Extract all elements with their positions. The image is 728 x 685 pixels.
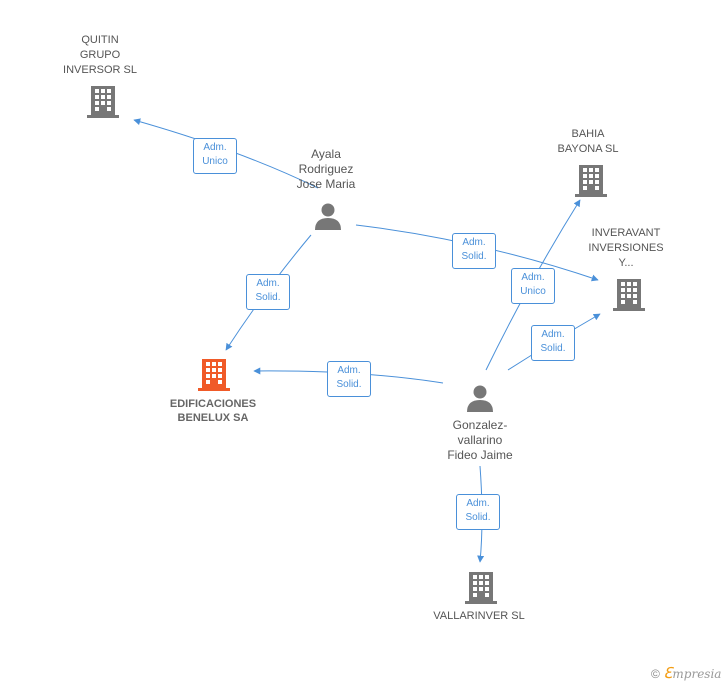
building-icon[interactable] [87, 84, 119, 118]
building-icon[interactable] [575, 163, 607, 197]
label-line: VALLARINVER SL [433, 610, 525, 622]
badge-line: Adm. [256, 278, 280, 289]
brand-name: mpresia [672, 667, 722, 681]
edge-label-gonzalez-inveravant[interactable]: Adm. Solid. [531, 325, 575, 361]
node-label-inveravant[interactable]: INVERAVANT INVERSIONES Y... [576, 226, 676, 271]
node-label-gonzalez[interactable]: Gonzalez- vallarino Fideo Jaime [430, 418, 530, 463]
label-line: vallarino [457, 433, 503, 447]
label-line: EDIFICACIONES [169, 398, 257, 410]
edge-label-ayala-edificaciones[interactable]: Adm. Solid. [246, 274, 290, 310]
node-label-bahia[interactable]: BAHIA BAYONA SL [538, 127, 638, 157]
label-line: Jose Maria [296, 177, 356, 191]
badge-line: Solid. [540, 343, 566, 354]
node-label-edificaciones[interactable]: EDIFICACIONES BENELUX SA [153, 397, 273, 425]
badge-line: Adm. [203, 142, 227, 153]
label-line: BENELUX SA [177, 412, 249, 424]
label-line: Gonzalez- [452, 418, 508, 432]
node-label-vallarinver[interactable]: VALLARINVER SL [419, 609, 539, 624]
label-line: BAYONA SL [557, 143, 619, 155]
label-line: INVERSOR SL [63, 64, 137, 76]
badge-line: Unico [202, 156, 228, 167]
node-label-ayala[interactable]: Ayala Rodriguez Jose Maria [276, 147, 376, 192]
edge-label-gonzalez-edificaciones[interactable]: Adm. Solid. [327, 361, 371, 397]
edge-label-gonzalez-vallarinver[interactable]: Adm. Solid. [456, 494, 500, 530]
label-line: QUITIN [81, 34, 119, 46]
badge-line: Adm. [337, 365, 361, 376]
building-icon[interactable] [198, 357, 230, 391]
label-line: Fideo Jaime [447, 448, 513, 462]
edge-label-gonzalez-bahia[interactable]: Adm. Unico [511, 268, 555, 304]
label-line: Rodriguez [298, 162, 354, 176]
label-line: BAHIA [571, 128, 605, 140]
edge-label-ayala-inveravant[interactable]: Adm. Solid. [452, 233, 496, 269]
label-line: Y... [618, 257, 634, 269]
badge-line: Solid. [255, 292, 281, 303]
badge-line: Unico [520, 286, 546, 297]
building-icon[interactable] [613, 277, 645, 311]
label-line: GRUPO [79, 49, 121, 61]
badge-line: Solid. [465, 512, 491, 523]
person-icon[interactable] [313, 201, 343, 231]
badge-line: Adm. [541, 329, 565, 340]
badge-line: Solid. [336, 379, 362, 390]
brand-logo-letter: ℇ [663, 664, 673, 682]
badge-line: Solid. [461, 251, 487, 262]
person-icon[interactable] [465, 383, 495, 413]
badge-line: Adm. [462, 237, 486, 248]
copyright-symbol: © [651, 667, 660, 681]
edge-label-ayala-quitin[interactable]: Adm. Unico [193, 138, 237, 174]
brand-watermark: © ℇmpresia [651, 664, 721, 682]
badge-line: Adm. [521, 272, 545, 283]
building-icon[interactable] [465, 570, 497, 604]
label-line: INVERAVANT [591, 227, 661, 239]
badge-line: Adm. [466, 498, 490, 509]
label-line: INVERSIONES [588, 242, 664, 254]
node-label-quitin[interactable]: QUITIN GRUPO INVERSOR SL [50, 33, 150, 78]
label-line: Ayala [311, 147, 341, 161]
